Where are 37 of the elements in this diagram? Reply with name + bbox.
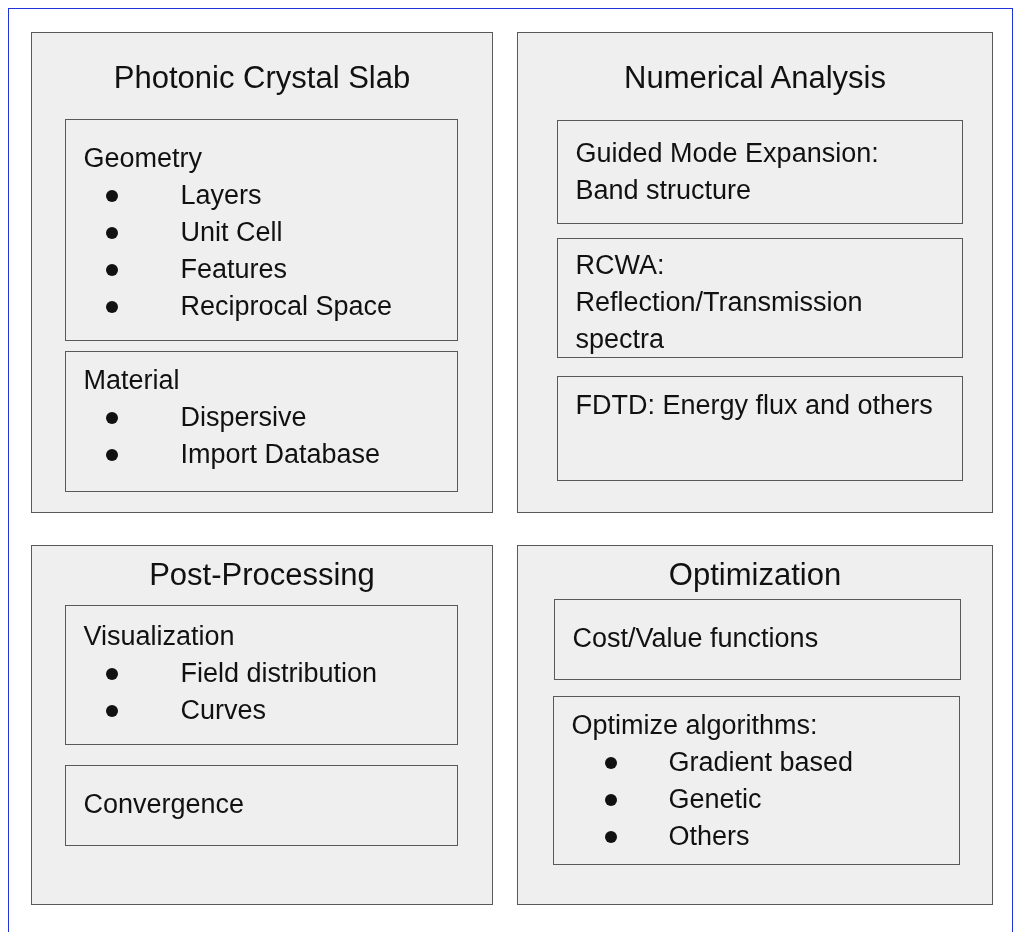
list-item: Features xyxy=(180,252,288,286)
panel-title: Post-Processing xyxy=(148,559,376,591)
list-item: Dispersive xyxy=(180,400,307,434)
box-text: Visualization xyxy=(83,619,236,653)
list-item: Layers xyxy=(180,178,262,212)
list-item: Unit Cell xyxy=(180,215,283,249)
content-box xyxy=(64,764,458,846)
panel-title: Optimization xyxy=(667,559,843,591)
content-box xyxy=(556,375,963,481)
content-box xyxy=(553,598,961,680)
content-box xyxy=(64,118,458,341)
list-item: Others xyxy=(668,819,750,853)
content-box xyxy=(64,604,458,745)
box-text: Material xyxy=(83,363,181,397)
panel-title: Photonic Crystal Slab xyxy=(112,62,412,94)
content-box xyxy=(552,695,960,865)
box-text: Optimize algorithms: xyxy=(571,708,819,742)
box-text: Cost/Value functions xyxy=(572,621,820,655)
box-text: FDTD: Energy flux and others xyxy=(575,388,934,422)
group-panel xyxy=(517,32,993,513)
panel-title: Numerical Analysis xyxy=(623,62,887,94)
content-box xyxy=(556,119,963,224)
group-panel xyxy=(31,32,493,513)
group-panel xyxy=(517,545,993,905)
list-item: Field distribution xyxy=(180,656,378,690)
list-item: Reciprocal Space xyxy=(180,289,393,323)
content-box xyxy=(64,350,458,492)
box-text: Guided Mode Expansion: Band structure xyxy=(575,136,880,207)
list-item: Import Database xyxy=(180,437,381,471)
group-panel xyxy=(31,545,493,905)
box-text: Convergence xyxy=(83,787,246,821)
box-text: RCWA: Reflection/Transmission spectra xyxy=(575,248,864,356)
list-item: Gradient based xyxy=(668,745,854,779)
box-text: Geometry xyxy=(83,141,204,175)
content-box xyxy=(556,237,963,358)
list-item: Curves xyxy=(180,693,267,727)
list-item: Genetic xyxy=(668,782,762,816)
